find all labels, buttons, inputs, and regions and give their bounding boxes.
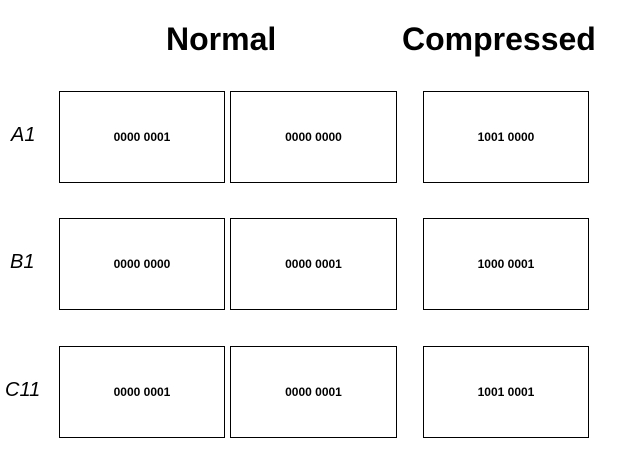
row-label: B1 — [10, 251, 35, 273]
row-label: A1 — [11, 124, 36, 146]
compressed-byte-box: 1000 0001 — [423, 218, 589, 310]
normal-byte-1-box: 0000 0001 — [59, 346, 225, 438]
row-b1: B1 0000 0000 0000 0001 1000 0001 — [0, 218, 626, 312]
normal-byte-2-box: 0000 0000 — [230, 91, 397, 183]
row-a1: A1 0000 0001 0000 0000 1001 0000 — [0, 91, 626, 185]
row-c11: C11 0000 0001 0000 0001 1001 0001 — [0, 346, 626, 440]
normal-byte-1-box: 0000 0000 — [59, 218, 225, 310]
normal-byte-1-box: 0000 0001 — [59, 91, 225, 183]
normal-byte-2-box: 0000 0001 — [230, 346, 397, 438]
header-normal: Normal — [166, 21, 277, 57]
row-label: C11 — [5, 379, 41, 401]
normal-byte-2-box: 0000 0001 — [230, 218, 397, 310]
compressed-byte-box: 1001 0001 — [423, 346, 589, 438]
header-compressed: Compressed — [402, 21, 596, 57]
compressed-byte-box: 1001 0000 — [423, 91, 589, 183]
